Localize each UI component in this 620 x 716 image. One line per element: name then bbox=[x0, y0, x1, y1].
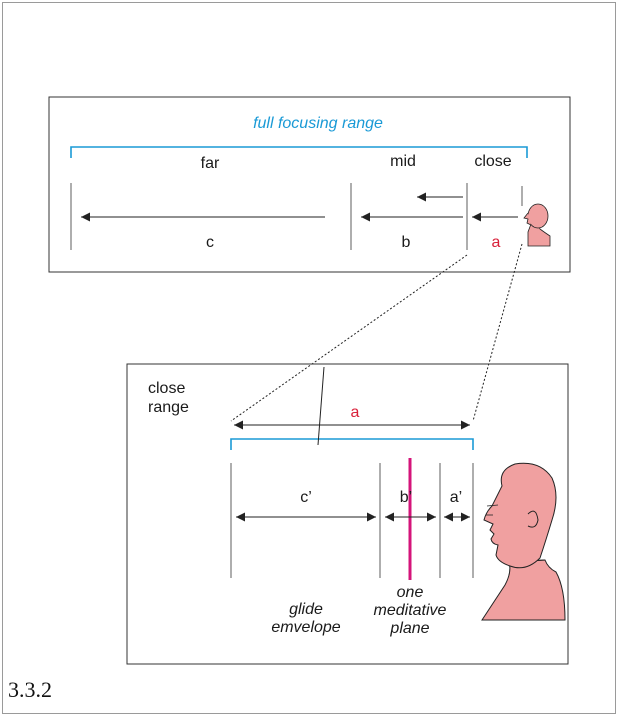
plane-label-line2: meditative bbox=[374, 602, 447, 619]
b-prime-label: b’ bbox=[400, 489, 412, 506]
close-range-title-line1: close bbox=[148, 380, 185, 397]
close-zone-label: close bbox=[474, 153, 511, 170]
pointer-line bbox=[317, 366, 325, 446]
distance-a-label: a bbox=[492, 234, 501, 251]
top-panel: full focusing range far mid close c b a bbox=[48, 96, 571, 273]
far-zone-label: far bbox=[201, 155, 220, 172]
distance-c-label: c bbox=[206, 234, 214, 251]
glide-label-line1: glide bbox=[289, 601, 323, 618]
close-range-bracket bbox=[230, 438, 474, 450]
close-range-title-line2: range bbox=[148, 399, 189, 416]
bottom-panel-border bbox=[126, 363, 569, 665]
c-prime-label: c’ bbox=[300, 489, 312, 506]
full-focusing-range-label: full focusing range bbox=[253, 115, 383, 132]
range-a-label: a bbox=[351, 404, 360, 421]
plane-label-line1: one bbox=[397, 584, 424, 601]
plane-label-line3: plane bbox=[389, 620, 429, 637]
distance-b-label: b bbox=[402, 234, 411, 251]
connector-left bbox=[230, 254, 468, 422]
glide-label-line2: emvelope bbox=[271, 619, 340, 636]
full-range-bracket bbox=[70, 146, 528, 158]
mid-zone-label: mid bbox=[390, 153, 416, 170]
bottom-panel: close range a c’ b’ a’ glide emvelope on… bbox=[126, 363, 569, 665]
large-head-icon bbox=[481, 462, 566, 621]
small-head-icon bbox=[523, 203, 551, 247]
a-prime-label: a’ bbox=[450, 489, 462, 506]
connector-right bbox=[472, 243, 523, 422]
top-panel-border bbox=[48, 96, 571, 273]
figure-number: 3.3.2 bbox=[8, 677, 52, 702]
